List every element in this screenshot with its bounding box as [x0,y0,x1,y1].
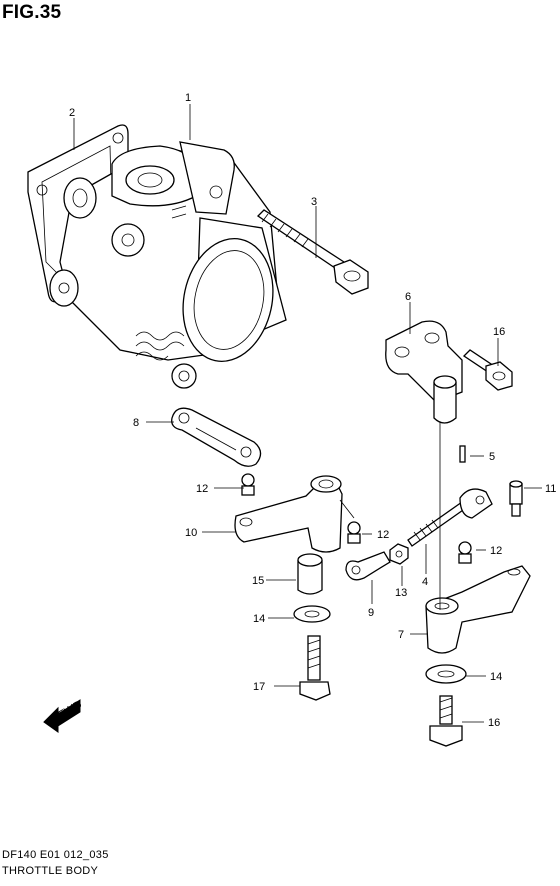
fwd-direction-arrow: FWD [43,699,84,733]
part-13-nut[interactable] [389,543,409,565]
part-4-adjuster-rod[interactable] [407,488,493,547]
part-5-pin[interactable] [459,445,466,463]
callout-7: 7 [398,629,404,641]
callout-16-b: 16 [488,717,500,729]
footer-code: DF140 E01 012_035 [2,849,109,861]
part-10-throttle-lever[interactable] [234,475,343,553]
part-14-washer-b[interactable] [425,664,467,684]
part-3-bolt[interactable] [256,209,369,295]
callout-14-a: 14 [253,613,265,625]
callout-10: 10 [185,527,197,539]
part-12-ball-stud-b[interactable] [347,521,361,544]
callout-2: 2 [69,107,75,119]
callout-8: 8 [133,417,139,429]
part-8-link-rod[interactable] [171,407,262,467]
callout-1: 1 [185,92,191,104]
part-9-rod-end[interactable] [345,551,391,581]
callout-4: 4 [422,576,428,588]
callout-3: 3 [311,196,317,208]
part-17-bolt[interactable] [299,635,331,701]
callout-16-a: 16 [493,326,505,338]
callout-17: 17 [253,681,265,693]
part-14-washer-a[interactable] [293,605,331,623]
footer-name: THROTTLE BODY [2,865,99,877]
part-11-ball-stud[interactable] [509,480,523,517]
callout-12-c: 12 [490,545,502,557]
part-16-bolt-lower[interactable] [429,695,463,747]
figure-title: FIG.35 [2,2,62,23]
callout-11: 11 [545,483,556,495]
part-12-ball-stud-a[interactable] [241,473,255,496]
part-15-collar[interactable] [297,553,323,595]
part-12-ball-stud-c[interactable] [458,541,472,564]
part-6-bracket[interactable] [385,320,463,424]
callout-9: 9 [368,607,374,619]
callout-14-b: 14 [490,671,502,683]
callout-6: 6 [405,291,411,303]
callout-13: 13 [395,587,407,599]
callout-12-a: 12 [196,483,208,495]
part-16-bolt-upper[interactable] [462,349,513,391]
part-1-throttle-body[interactable] [49,141,287,389]
callout-15: 15 [252,575,264,587]
callout-12-b: 12 [377,529,389,541]
callout-5: 5 [489,451,495,463]
leader-lines [73,104,542,723]
part-7-arm[interactable] [425,565,531,654]
